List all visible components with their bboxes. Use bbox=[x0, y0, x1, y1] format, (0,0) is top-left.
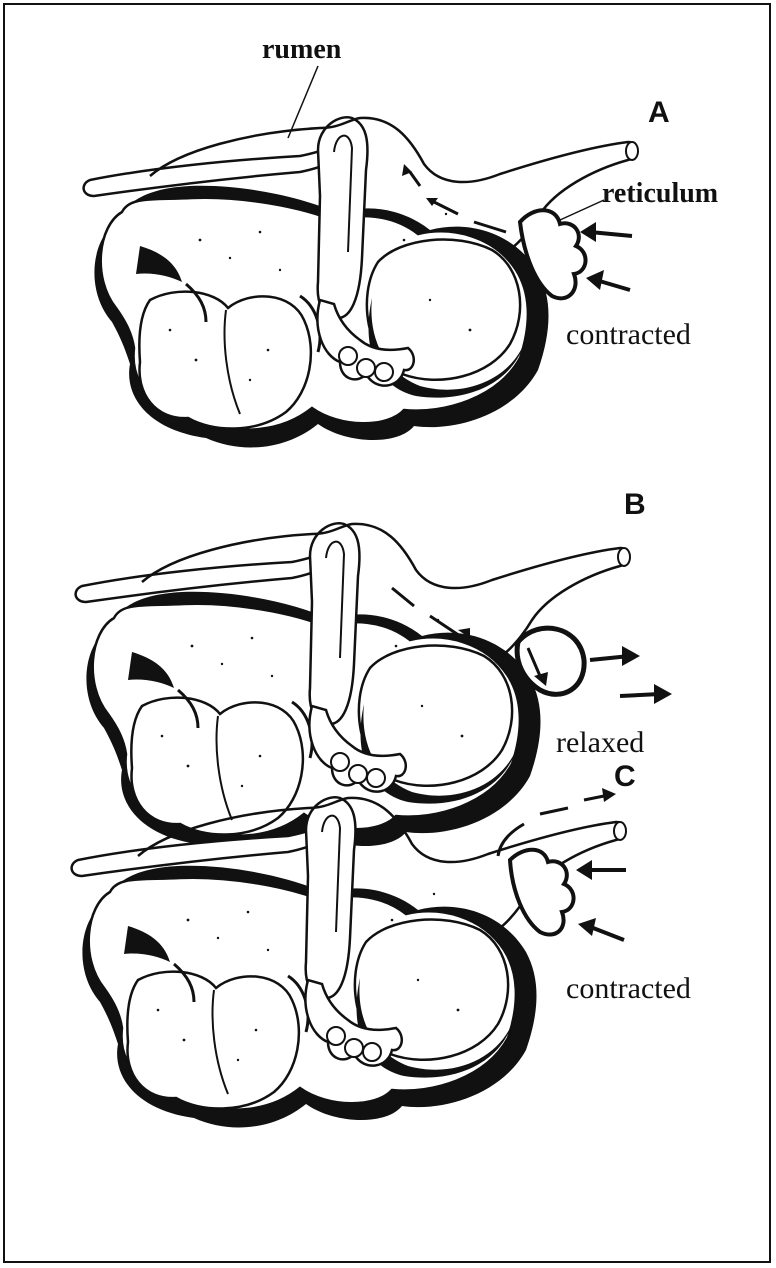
panel-a-drawing bbox=[84, 66, 638, 447]
arrow-icon bbox=[576, 860, 592, 880]
panel-b-drawing bbox=[76, 523, 672, 853]
reticulum-leader bbox=[560, 200, 604, 220]
panel-state-c: contracted bbox=[566, 972, 691, 1006]
panel-letter-c: C bbox=[614, 760, 636, 794]
arrow-icon bbox=[654, 684, 672, 704]
arrow-icon bbox=[586, 270, 604, 290]
panel-c-drawing bbox=[72, 788, 626, 1127]
panel-state-a: contracted bbox=[566, 318, 691, 352]
reticulum-label: reticulum bbox=[602, 178, 718, 210]
arrow-icon bbox=[580, 222, 596, 242]
panel-state-b: relaxed bbox=[556, 726, 644, 760]
arrow-icon bbox=[622, 646, 640, 666]
panel-letter-a: A bbox=[648, 96, 670, 130]
rumen-label: rumen bbox=[262, 34, 341, 66]
panel-letter-b: B bbox=[624, 488, 646, 522]
arrow-icon bbox=[578, 918, 596, 936]
